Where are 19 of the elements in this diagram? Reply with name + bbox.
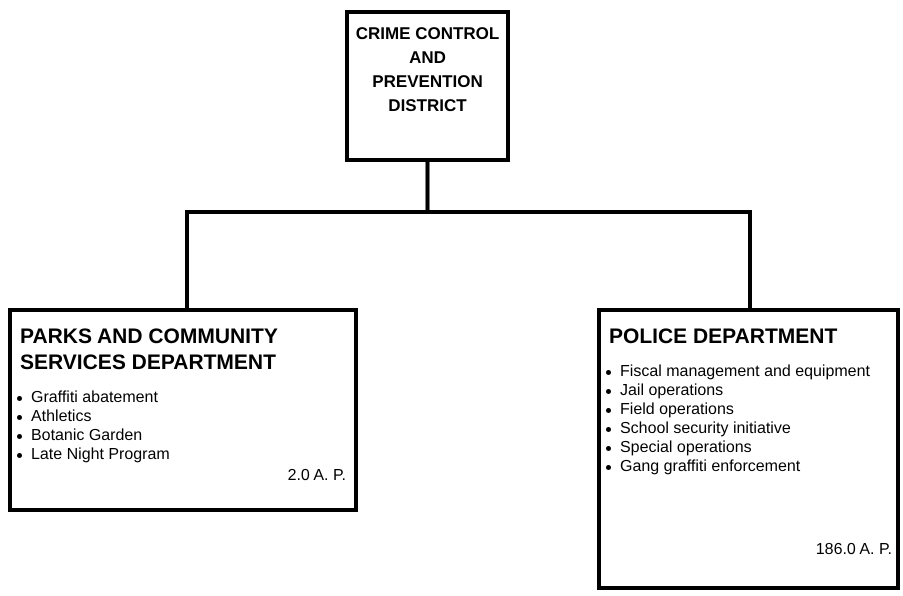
list-item: Special operations <box>620 438 752 457</box>
staff-count: 186.0 A. P. <box>816 540 892 560</box>
department-box <box>8 308 358 512</box>
list-item: Late Night Program <box>31 445 170 464</box>
list-item: Graffiti abatement <box>31 388 158 407</box>
box-heading: CRIME CONTROL AND PREVENTION DISTRICT <box>354 23 500 117</box>
list-item: Athletics <box>31 407 92 426</box>
department-box <box>345 10 510 162</box>
department-box <box>597 308 900 590</box>
list-item: Fiscal management and equipment <box>620 362 870 381</box>
connector-line <box>426 162 752 308</box>
list-item: Jail operations <box>620 381 724 400</box>
list-item: Gang graffiti enforcement <box>620 457 800 476</box>
list-item: Field operations <box>620 400 734 419</box>
box-heading: POLICE DEPARTMENT <box>608 324 838 350</box>
list-item: Botanic Garden <box>31 426 142 445</box>
box-heading: PARKS AND COMMUNITY SERVICES DEPARTMENT <box>19 324 278 376</box>
staff-count: 2.0 A. P. <box>288 466 346 486</box>
list-item: School security initiative <box>620 419 791 438</box>
